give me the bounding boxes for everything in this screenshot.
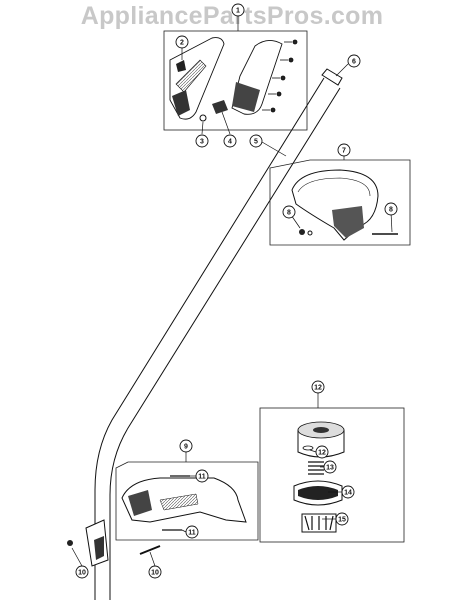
lower-guard-box [115, 461, 259, 541]
guard-nut [299, 229, 305, 235]
svg-text:3: 3 [200, 139, 204, 146]
callout-4: 4 [223, 134, 237, 148]
guard-shield [291, 169, 379, 241]
callout-12-inner: 12 [315, 445, 329, 459]
svg-text:10: 10 [151, 570, 159, 577]
guard-assembly-box [269, 159, 411, 246]
watermark-logo-text: AppliancePartsPros.com [80, 2, 384, 30]
callout-10-right: 10 [148, 565, 162, 579]
svg-text:9: 9 [184, 444, 188, 451]
trigger-part [212, 100, 228, 114]
spool-head-box [259, 407, 405, 543]
svg-text:6: 6 [352, 59, 356, 66]
callout-9: 9 [179, 439, 193, 453]
callout-14: 14 [341, 485, 355, 499]
callout-6: 6 [347, 54, 361, 68]
trimmer-shaft [94, 68, 343, 600]
callout-8-right: 8 [384, 202, 398, 216]
svg-text:10: 10 [78, 570, 86, 577]
svg-text:8: 8 [287, 210, 291, 217]
callout-8-left: 8 [282, 205, 296, 219]
svg-text:11: 11 [188, 530, 196, 537]
svg-text:2: 2 [180, 40, 184, 47]
svg-text:12: 12 [314, 385, 322, 392]
shaft-bracket [67, 519, 161, 567]
leader-lines [71, 15, 393, 567]
svg-text:5: 5 [254, 139, 258, 146]
washer-part [302, 445, 314, 451]
handle-screws [262, 39, 298, 113]
callout-10-left: 10 [75, 565, 89, 579]
svg-text:1: 1 [236, 8, 240, 15]
callout-2: 2 [175, 35, 189, 49]
guard-bracket [332, 206, 364, 238]
spring-part [199, 114, 207, 122]
svg-text:12: 12 [318, 450, 326, 457]
svg-text:4: 4 [228, 139, 232, 146]
switch-part [176, 60, 186, 72]
callout-3: 3 [195, 134, 209, 148]
callout-13: 13 [323, 460, 337, 474]
svg-text:11: 11 [198, 474, 206, 481]
svg-text:14: 14 [344, 490, 352, 497]
washer-part [67, 540, 73, 546]
callout-1: 1 [231, 3, 245, 17]
callout-11-bottom: 11 [185, 525, 199, 539]
callout-7: 7 [337, 143, 351, 157]
callout-15: 15 [335, 512, 349, 526]
bolt-part [139, 545, 161, 555]
callout-5: 5 [249, 134, 263, 148]
svg-text:8: 8 [389, 207, 393, 214]
handle-assembly-box [163, 30, 308, 131]
callout-11-top: 11 [195, 469, 209, 483]
spring-part [308, 461, 324, 475]
svg-text:13: 13 [326, 465, 334, 472]
svg-text:7: 7 [342, 148, 346, 155]
callout-12-top: 12 [311, 380, 325, 394]
svg-text:15: 15 [338, 517, 346, 524]
